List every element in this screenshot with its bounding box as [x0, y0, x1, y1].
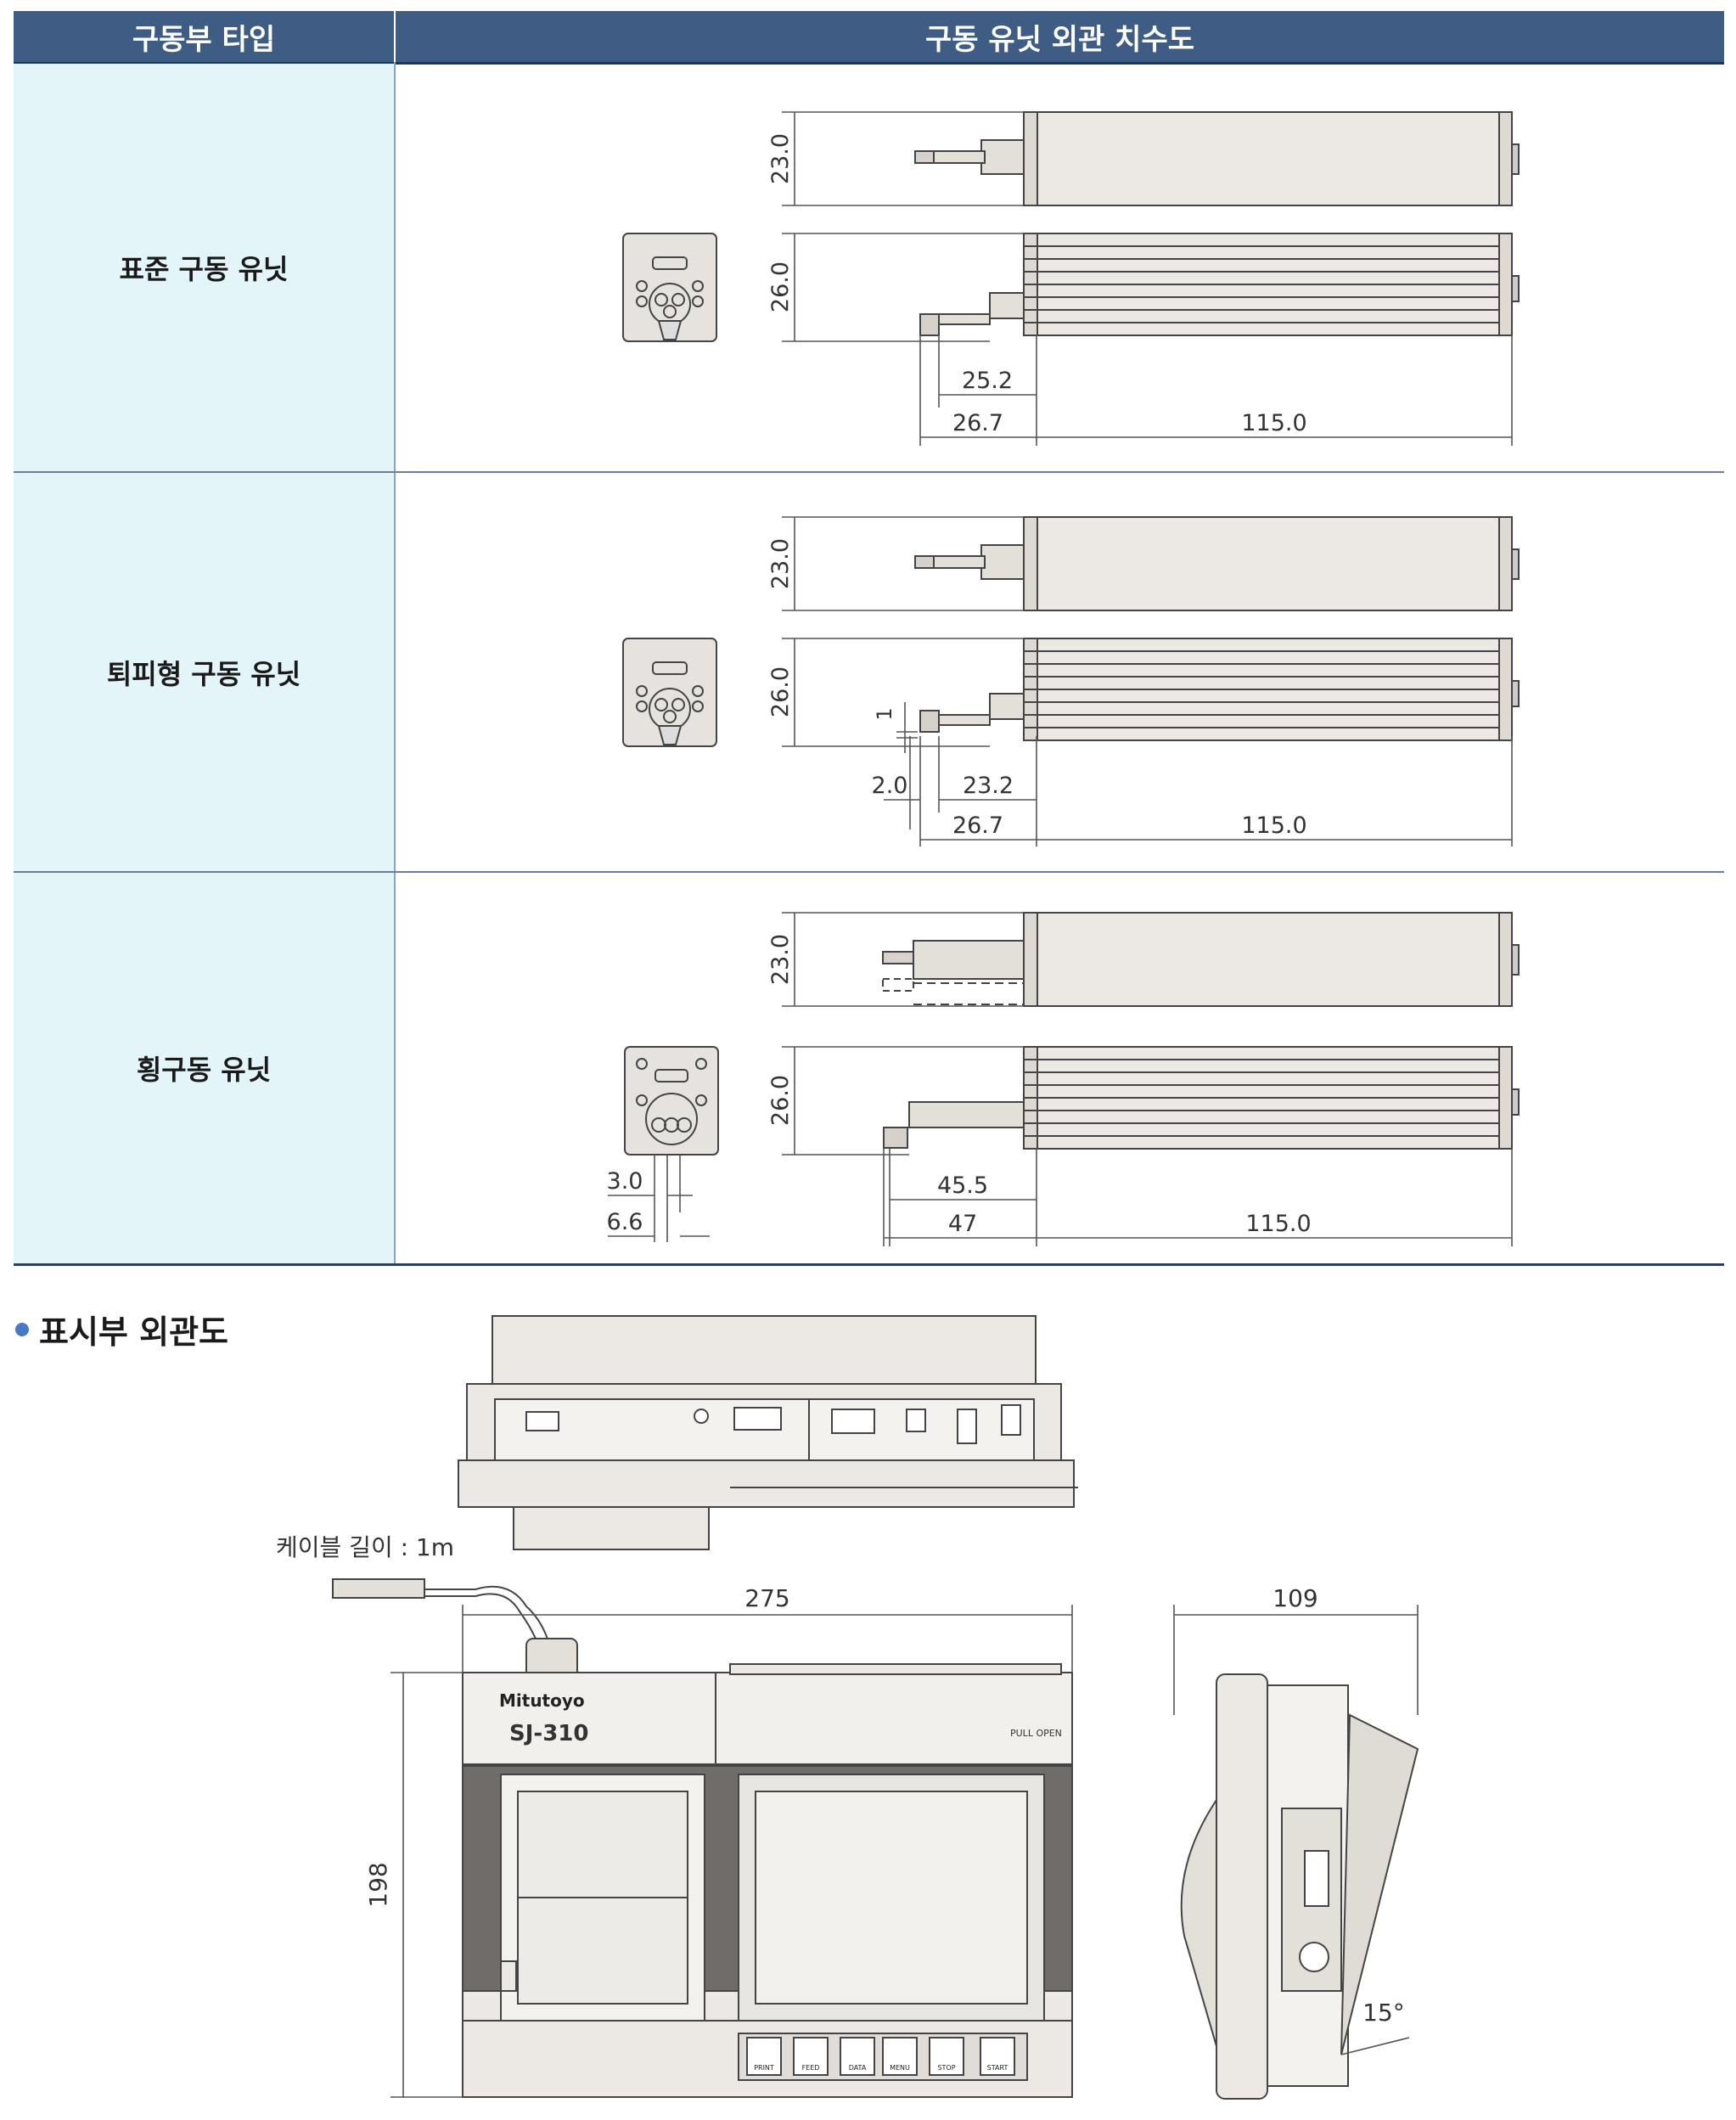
dim-height-top: 23.0: [767, 934, 794, 985]
dim-w1: 3.0: [607, 1168, 643, 1195]
drawing-standard-unit: 23.0 26.0 25.2 26.7 115.0: [622, 111, 1520, 446]
type-label-retract: 퇴피형 구동 유닛: [106, 657, 301, 690]
dim-height-top: 23.0: [767, 133, 794, 184]
type-label-transverse: 횡구동 유닛: [136, 1054, 272, 1086]
cable: [332, 1578, 578, 1686]
model-label: SJ-310: [509, 1721, 588, 1746]
section-title-display: 표시부 외관도: [15, 1306, 228, 1352]
front-dimensions: [390, 1605, 1073, 2098]
display-unit-drawing: 케이블 길이 : 1m Mitutoyo SJ-310 PULL OPEN PR…: [276, 1315, 1419, 2100]
pull-open-label: PULL OPEN: [1010, 1728, 1062, 1739]
side-dimensions: [1173, 1605, 1419, 2055]
dim-d0: 2.0: [872, 773, 908, 799]
section-title-text: 표시부 외관도: [39, 1313, 228, 1351]
dim-d3: 115.0: [1241, 813, 1306, 839]
stop-button-label: STOP: [937, 2064, 955, 2072]
header-separator: [394, 11, 396, 62]
menu-button-label: MENU: [890, 2064, 910, 2072]
dim-height-bottom: 26.0: [767, 666, 794, 717]
dim-depth: 109: [1273, 1584, 1317, 1612]
dim-height-bottom: 26.0: [767, 261, 794, 312]
dim-d1: 25.2: [962, 368, 1013, 394]
dim-d1: 45.5: [937, 1172, 988, 1199]
dim-small: 1: [873, 707, 896, 720]
display-side-view: [1180, 1673, 1419, 2100]
brand-logo: Mitutoyo: [499, 1690, 585, 1711]
type-label-standard: 표준 구동 유닛: [119, 253, 289, 285]
bullet-icon: [15, 1322, 29, 1336]
drawing-transverse-unit: 23.0 26.0 3.0 6.6 45.5 47 115.0: [607, 912, 1520, 1246]
cable-length-label: 케이블 길이 : 1m: [276, 1533, 454, 1561]
type-cell-standard: 표준 구동 유닛: [14, 64, 394, 471]
print-button-label: PRINT: [754, 2064, 774, 2072]
start-button-label: START: [987, 2064, 1008, 2072]
dim-width: 275: [744, 1584, 789, 1612]
unit-body-top: [1036, 111, 1513, 206]
header-drive-type: 구동부 타입: [14, 11, 394, 65]
display-front-view: [462, 1663, 1073, 2098]
dim-d3: 115.0: [1245, 1211, 1311, 1237]
table-bottom-border: [14, 1263, 1724, 1266]
dim-d1: 23.2: [963, 773, 1014, 799]
dim-d2: 26.7: [952, 813, 1003, 839]
display-top-view: [458, 1315, 1078, 1550]
type-cell-retract: 퇴피형 구동 유닛: [14, 473, 394, 871]
drawing-retract-unit: 1 23.0 26.0 2.0 23.2 26.7 115.0: [622, 516, 1520, 846]
drive-unit-spec-table: 구동부 타입 구동 유닛 외관 치수도 표준 구동 유닛 퇴피형 구동 유닛 횡…: [14, 11, 1724, 1266]
dim-height-bottom: 26.0: [767, 1075, 794, 1126]
dim-d2: 26.7: [952, 410, 1003, 436]
dim-w2: 6.6: [607, 1209, 643, 1235]
dim-height-top: 23.0: [767, 538, 794, 589]
feed-button-label: FEED: [802, 2064, 820, 2072]
dim-d3: 115.0: [1241, 410, 1306, 436]
row-divider: [14, 871, 1724, 873]
data-button-label: DATA: [849, 2064, 867, 2072]
dim-angle: 15°: [1362, 1999, 1405, 2027]
column-divider: [394, 62, 396, 1265]
dim-height: 198: [364, 1862, 392, 1907]
control-button-labels: PRINT FEED DATA MENU STOP START: [754, 2064, 1008, 2072]
header-dimension-drawing: 구동 유닛 외관 치수도: [396, 11, 1724, 65]
type-cell-transverse: 횡구동 유닛: [14, 873, 394, 1263]
dim-d2: 47: [948, 1211, 977, 1237]
row-divider: [14, 471, 1724, 473]
